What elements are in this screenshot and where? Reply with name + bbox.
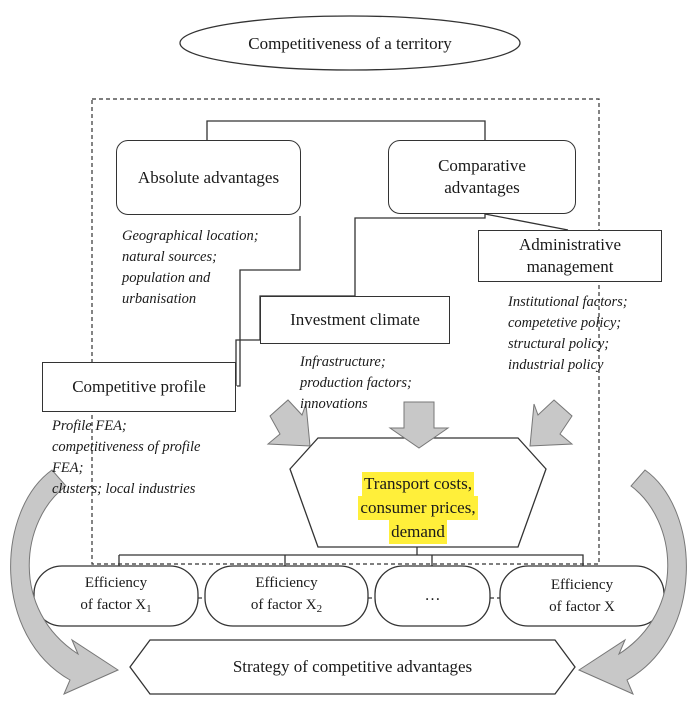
note-line: Geographical location; xyxy=(122,228,259,244)
center-line-3: demand xyxy=(389,520,447,544)
efficiency-4-text: Efficiency of factor X xyxy=(500,568,664,624)
absolute-advantages-label: Absolute advantages xyxy=(137,167,280,187)
note-line: FEA; xyxy=(52,460,84,476)
investment-climate-label: Investment climate xyxy=(290,310,420,329)
investment-notes: Infrastructure; production factors; inno… xyxy=(300,352,470,415)
profile-notes: Profile FEA; competitiveness of profile … xyxy=(52,416,262,500)
curved-arrow-left xyxy=(10,469,120,695)
efficiency-2-line2: of factor X2 xyxy=(251,594,322,620)
efficiency-pill-2 xyxy=(204,565,369,627)
note-line: Profile FEA; xyxy=(52,418,127,434)
absolute-advantages-box: Absolute advantages xyxy=(116,140,301,215)
efficiency-1-line2: of factor X1 xyxy=(80,594,151,620)
note-line: Infrastructure; xyxy=(300,354,386,370)
note-line: production factors; xyxy=(300,375,412,391)
comparative-advantages-box: Comparative advantages xyxy=(388,140,576,214)
title-ellipse xyxy=(179,15,521,71)
efficiency-ellipsis-text: … xyxy=(375,568,490,624)
efficiency-1-text: Efficiency of factor X1 xyxy=(34,568,198,624)
connector-lines xyxy=(118,120,584,570)
strategy-hexagon xyxy=(129,639,576,695)
note-line: competetive policy; xyxy=(508,315,622,331)
efficiency-pill-3 xyxy=(374,565,491,627)
note-line: clusters; local industries xyxy=(52,481,196,497)
efficiency-4-line1: Efficiency xyxy=(550,577,614,593)
arrow-right xyxy=(529,399,574,447)
note-line: structural policy; xyxy=(508,336,610,352)
note-line: Institutional factors; xyxy=(508,294,628,310)
efficiency-2-text: Efficiency of factor X2 xyxy=(205,568,368,624)
grey-arrows xyxy=(266,399,574,449)
investment-climate-box: Investment climate xyxy=(260,296,450,344)
administrative-label-line2: management xyxy=(526,257,614,276)
absolute-notes: Geographical location; natural sources; … xyxy=(122,226,302,310)
efficiency-2-factor: of factor X xyxy=(250,597,317,613)
title-text: Competitiveness of a territory xyxy=(248,34,452,53)
note-line: competitiveness of profile xyxy=(52,439,201,455)
administrative-notes: Institutional factors; competetive polic… xyxy=(508,292,693,376)
efficiency-2-line1: Efficiency xyxy=(255,575,318,591)
dashed-frame xyxy=(91,98,600,565)
note-line: industrial policy xyxy=(508,357,604,373)
note-line: urbanisation xyxy=(122,291,197,307)
center-line-1: Transport costs, xyxy=(362,472,474,496)
curved-arrow-right xyxy=(577,469,687,695)
comparative-label-line2: advantages xyxy=(444,178,520,197)
strategy-text: Strategy of competitive advantages xyxy=(232,657,473,676)
competitive-profile-label: Competitive profile xyxy=(72,377,206,396)
center-hexagon-text: Transport costs, consumer prices, demand xyxy=(318,470,518,546)
arrow-center xyxy=(388,401,450,449)
efficiency-ellipsis: … xyxy=(424,587,441,604)
arrow-left xyxy=(266,399,311,447)
efficiency-2-subscript: 2 xyxy=(316,603,323,615)
efficiency-4-line2: of factor X xyxy=(549,599,615,615)
comparative-label-line1: Comparative xyxy=(438,156,526,175)
efficiency-1-line1: Efficiency xyxy=(84,575,148,591)
note-line: innovations xyxy=(300,396,368,412)
efficiency-1-subscript: 1 xyxy=(146,603,152,615)
note-line: natural sources; xyxy=(122,249,217,265)
efficiency-1-factor: of factor X xyxy=(80,597,147,613)
administrative-management-box: Administrative management xyxy=(478,230,662,282)
note-line: population and xyxy=(122,270,211,286)
competitive-profile-box: Competitive profile xyxy=(42,362,236,412)
administrative-label-line1: Administrative xyxy=(519,235,621,254)
center-line-2: consumer prices, xyxy=(358,496,478,520)
